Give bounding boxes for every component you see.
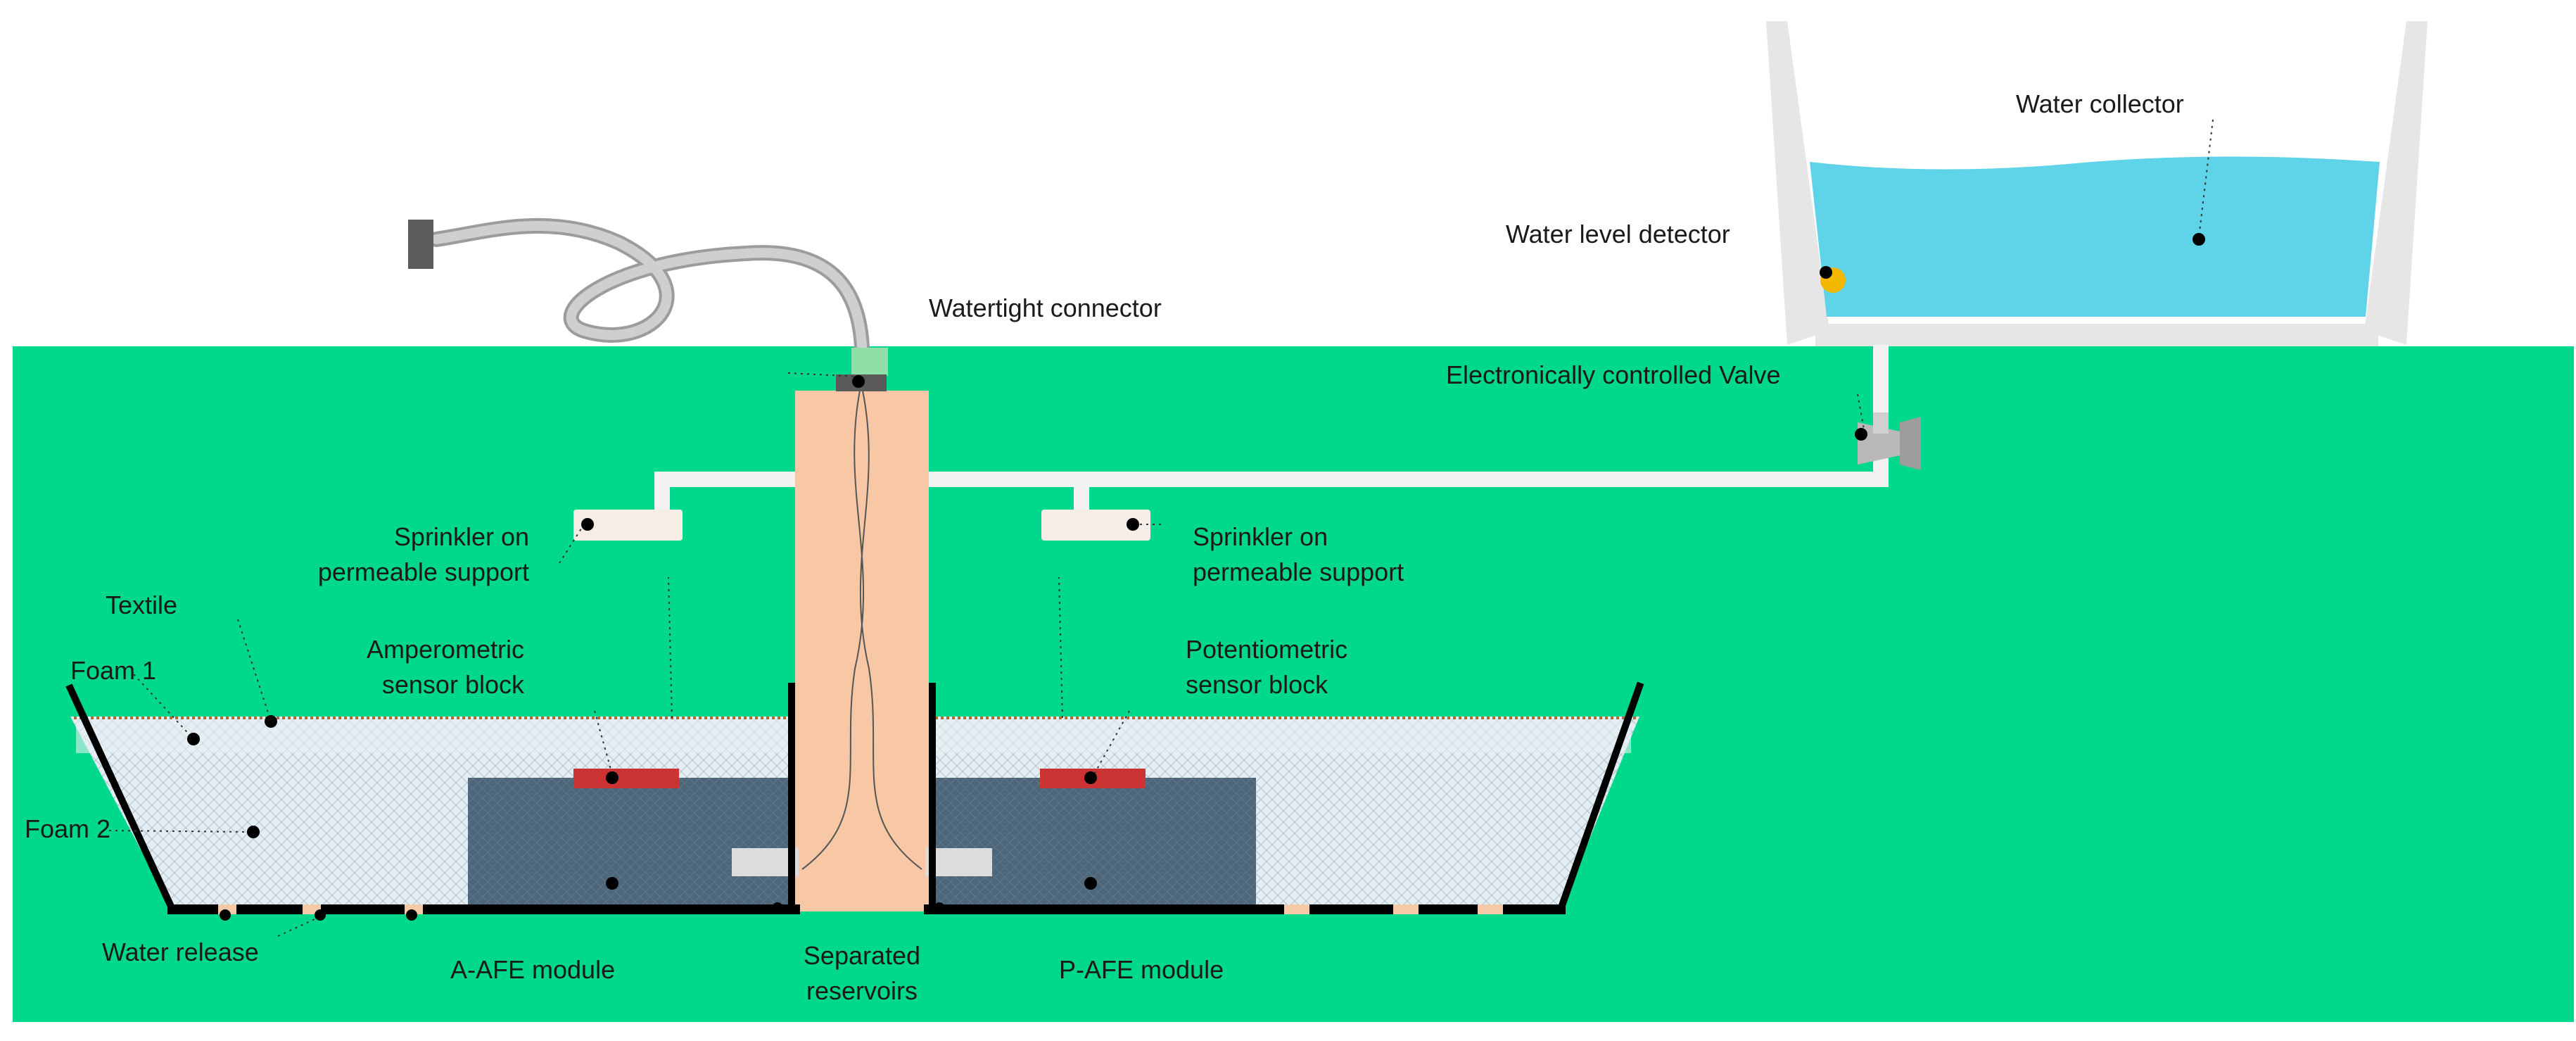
label-water-collector: Water collector [2016, 89, 2184, 118]
dot-connector [852, 375, 865, 388]
dot-foam-1 [187, 733, 200, 745]
label-amperometric-line2: sensor block [382, 670, 525, 699]
dot-water-collector [2193, 233, 2205, 246]
label-textile: Textile [106, 591, 177, 619]
connector-collar [851, 348, 888, 376]
dot-release-2 [315, 909, 326, 921]
dot-sprinkler-right [1127, 518, 1139, 531]
p-afe-module [932, 778, 1256, 909]
amperometric-sensor-block [573, 769, 679, 788]
label-sprinkler-left-line2: permeable support [318, 557, 529, 586]
hose [408, 217, 870, 381]
label-amperometric-line1: Amperometric [367, 635, 524, 664]
label-sprinkler-left-line1: Sprinkler on [394, 522, 529, 551]
sprinkler-left [573, 510, 683, 541]
label-water-level-detector: Water level detector [1506, 220, 1730, 248]
reservoir-link-right [925, 848, 992, 876]
column-wires [801, 390, 922, 870]
label-valve: Electronically controlled Valve [1446, 360, 1781, 389]
container [65, 374, 1644, 914]
pointer-dots [187, 233, 2205, 921]
label-potentiometric-line2: sensor block [1186, 670, 1328, 699]
a-afe-module [468, 778, 792, 909]
dot-separated-left [772, 902, 783, 914]
pipe-network [654, 472, 1889, 514]
label-separated-line2: reservoirs [806, 976, 918, 1005]
dot-p-afe [1084, 877, 1097, 890]
label-potentiometric-line1: Potentiometric [1186, 635, 1347, 664]
dot-textile [265, 715, 277, 728]
label-p-afe: P-AFE module [1059, 955, 1224, 984]
labels: Water collector Water level detector Wat… [25, 89, 2184, 1005]
label-separated-line1: Separated [804, 941, 920, 970]
label-watertight-connector: Watertight connector [929, 294, 1162, 322]
water-collector [1766, 21, 2428, 346]
dot-potentiometric [1084, 771, 1097, 784]
dot-level-detector [1820, 266, 1832, 279]
label-foam-1: Foam 1 [70, 656, 156, 685]
dot-separated-right [934, 902, 945, 914]
dot-foam-2 [247, 826, 260, 838]
dot-valve [1855, 428, 1867, 441]
dot-release-3 [406, 909, 417, 921]
sprinkler-right [1041, 510, 1150, 541]
container-walls [65, 681, 1644, 914]
label-sprinkler-right-line1: Sprinkler on [1193, 522, 1328, 551]
label-sprinkler-right-line2: permeable support [1193, 557, 1404, 586]
valve [1858, 412, 1921, 470]
central-column [795, 391, 929, 911]
water-release-gaps [218, 904, 1503, 914]
leader-lines [108, 119, 2214, 937]
label-water-release: Water release [102, 938, 259, 966]
label-foam-2: Foam 2 [25, 814, 110, 843]
label-a-afe: A-AFE module [450, 955, 615, 984]
dot-sprinkler-left [581, 518, 594, 531]
dot-release-1 [220, 909, 231, 921]
dot-amperometric [606, 771, 618, 784]
reservoir-link-left [732, 848, 799, 876]
dot-a-afe [606, 877, 618, 890]
